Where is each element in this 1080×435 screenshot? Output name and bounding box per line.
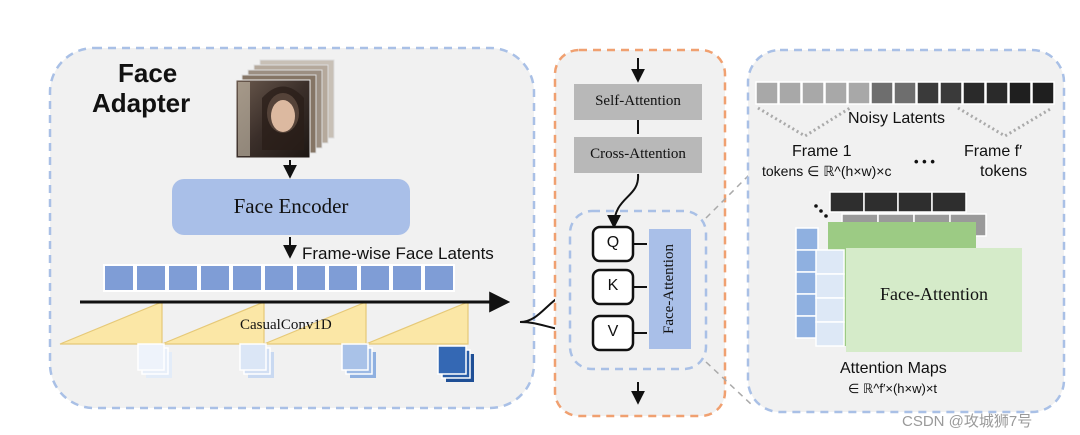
frame1-tokens-label: tokens ∈ ℝ^(h×w)×c — [762, 163, 892, 179]
casual-conv-triangles — [59, 301, 469, 345]
face-attention-vertical-box — [649, 229, 691, 349]
noisy-latents-label: Noisy Latents — [848, 110, 945, 127]
q-label: Q — [606, 234, 620, 251]
cross-attention-label: Cross-Attention — [590, 146, 686, 162]
panel-title-line2: Adapter — [92, 88, 191, 118]
face-attention-map-label: Face-Attention — [880, 284, 988, 304]
attention-maps-stack — [795, 191, 1022, 352]
frame-wise-latents-label: Frame-wise Face Latents — [302, 244, 494, 263]
noisy-latents-braces — [757, 106, 1053, 138]
attention-maps-dim-label: ∈ ℝ^f′×(h×w)×t — [848, 381, 938, 396]
face-attention-dashed-group — [568, 209, 708, 371]
k-label: K — [607, 277, 619, 294]
framef-tokens-label: tokens — [980, 163, 1028, 180]
framef-label: Frame f′ — [964, 143, 1023, 160]
conv-output-stack-3 — [341, 343, 376, 378]
cross-attention-box — [574, 137, 702, 173]
conv-output-stack-1 — [137, 343, 172, 378]
watermark: CSDN @攻城狮7号 — [902, 413, 1033, 430]
face-image-stack — [235, 59, 335, 159]
conv-output-stack-4 — [437, 345, 474, 382]
face-encoder-box — [172, 179, 410, 235]
attention-maps-label: Attention Maps — [840, 360, 947, 377]
panel-title-line1: Face — [118, 58, 178, 88]
face-attention-vertical-label: Face-Attention — [661, 244, 677, 334]
conv-output-stack-2 — [239, 343, 274, 378]
frame1-label: Frame 1 — [792, 143, 852, 160]
self-attention-label: Self-Attention — [595, 93, 681, 109]
ellipsis-dots: • • • — [914, 154, 935, 169]
v-label: V — [607, 323, 619, 340]
noisy-latents-strip — [755, 81, 1055, 105]
arrow-cross-to-q — [607, 173, 640, 229]
casual-conv-label: CasualConv1D — [240, 317, 332, 333]
self-attention-box — [574, 84, 702, 120]
face-encoder-label: Face Encoder — [233, 194, 349, 218]
face-latent-strip — [103, 264, 455, 292]
